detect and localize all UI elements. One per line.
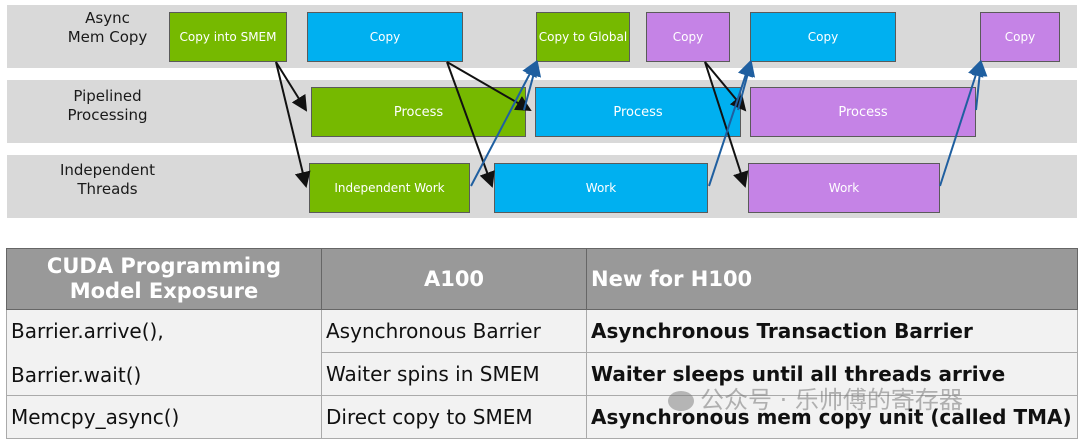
box-copy-blue-2: Copy	[750, 12, 896, 62]
box-process-purple: Process	[750, 87, 976, 137]
cell-h100-waiter: Waiter sleeps until all threads arrive	[586, 352, 1078, 396]
arrow-indep-to-global	[470, 60, 537, 187]
watermark: 公众号 · 乐帅傅的寄存器	[668, 380, 963, 415]
watermark-text: 公众号 · 乐帅傅的寄存器	[700, 386, 963, 414]
box-work-blue: Work	[494, 163, 708, 213]
row-label-independent-threads: Independent Threads	[59, 161, 156, 198]
arrow-copy-smem-to-indep	[275, 61, 311, 188]
arrow-copy-purple-to-work	[704, 61, 749, 188]
box-copy-purple-2: Copy	[980, 12, 1060, 62]
cell-h100-barrier: Asynchronous Transaction Barrier	[586, 309, 1078, 353]
cell-a100-barrier: Asynchronous Barrier	[321, 309, 587, 353]
wechat-icon	[668, 391, 694, 411]
box-process-green: Process	[311, 87, 526, 137]
arrow-copy-blue-to-work	[446, 61, 495, 188]
arrow-work-blue-to-copy	[708, 60, 754, 187]
arrow-process-green-to-global	[523, 60, 542, 111]
comparison-table: CUDA Programming Model Exposure A100 New…	[6, 248, 1078, 439]
header-cuda-model: CUDA Programming Model Exposure	[6, 248, 322, 310]
cell-memcpy-api: Memcpy_async()	[6, 395, 322, 439]
box-independent-work: Independent Work	[309, 163, 470, 213]
cell-barrier-api: Barrier.arrive(), Barrier.wait()	[6, 309, 322, 396]
header-h100: New for H100	[586, 248, 1078, 310]
box-process-blue: Process	[535, 87, 741, 137]
arrow-copy-purple-to-process	[704, 61, 747, 112]
arrow-work-purple-to-copy	[939, 60, 984, 187]
cell-a100-waiter: Waiter spins in SMEM	[321, 352, 587, 396]
dependency-arrows	[275, 60, 988, 188]
table-header-row: CUDA Programming Model Exposure A100 New…	[6, 248, 1078, 310]
cell-a100-copy: Direct copy to SMEM	[321, 395, 587, 439]
box-copy-into-smem: Copy into SMEM	[169, 12, 287, 62]
box-copy-to-global: Copy to Global	[536, 12, 630, 62]
header-a100: A100	[321, 248, 587, 310]
table-row: Barrier.arrive(), Barrier.wait() Asynchr…	[6, 309, 1078, 396]
arrow-process-blue-to-copy	[737, 60, 756, 111]
box-copy-purple-1: Copy	[646, 12, 730, 62]
box-copy-blue-1: Copy	[307, 12, 463, 62]
row-label-async-mem-copy: Async Mem Copy	[67, 9, 148, 46]
table-row: Waiter spins in SMEM Waiter sleeps until…	[7, 352, 1078, 396]
row-label-pipelined-processing: Pipelined Processing	[67, 87, 148, 124]
arrow-copy-blue-to-process	[446, 61, 532, 112]
box-work-purple: Work	[748, 163, 940, 213]
arrow-copy-smem-to-process	[275, 61, 308, 112]
